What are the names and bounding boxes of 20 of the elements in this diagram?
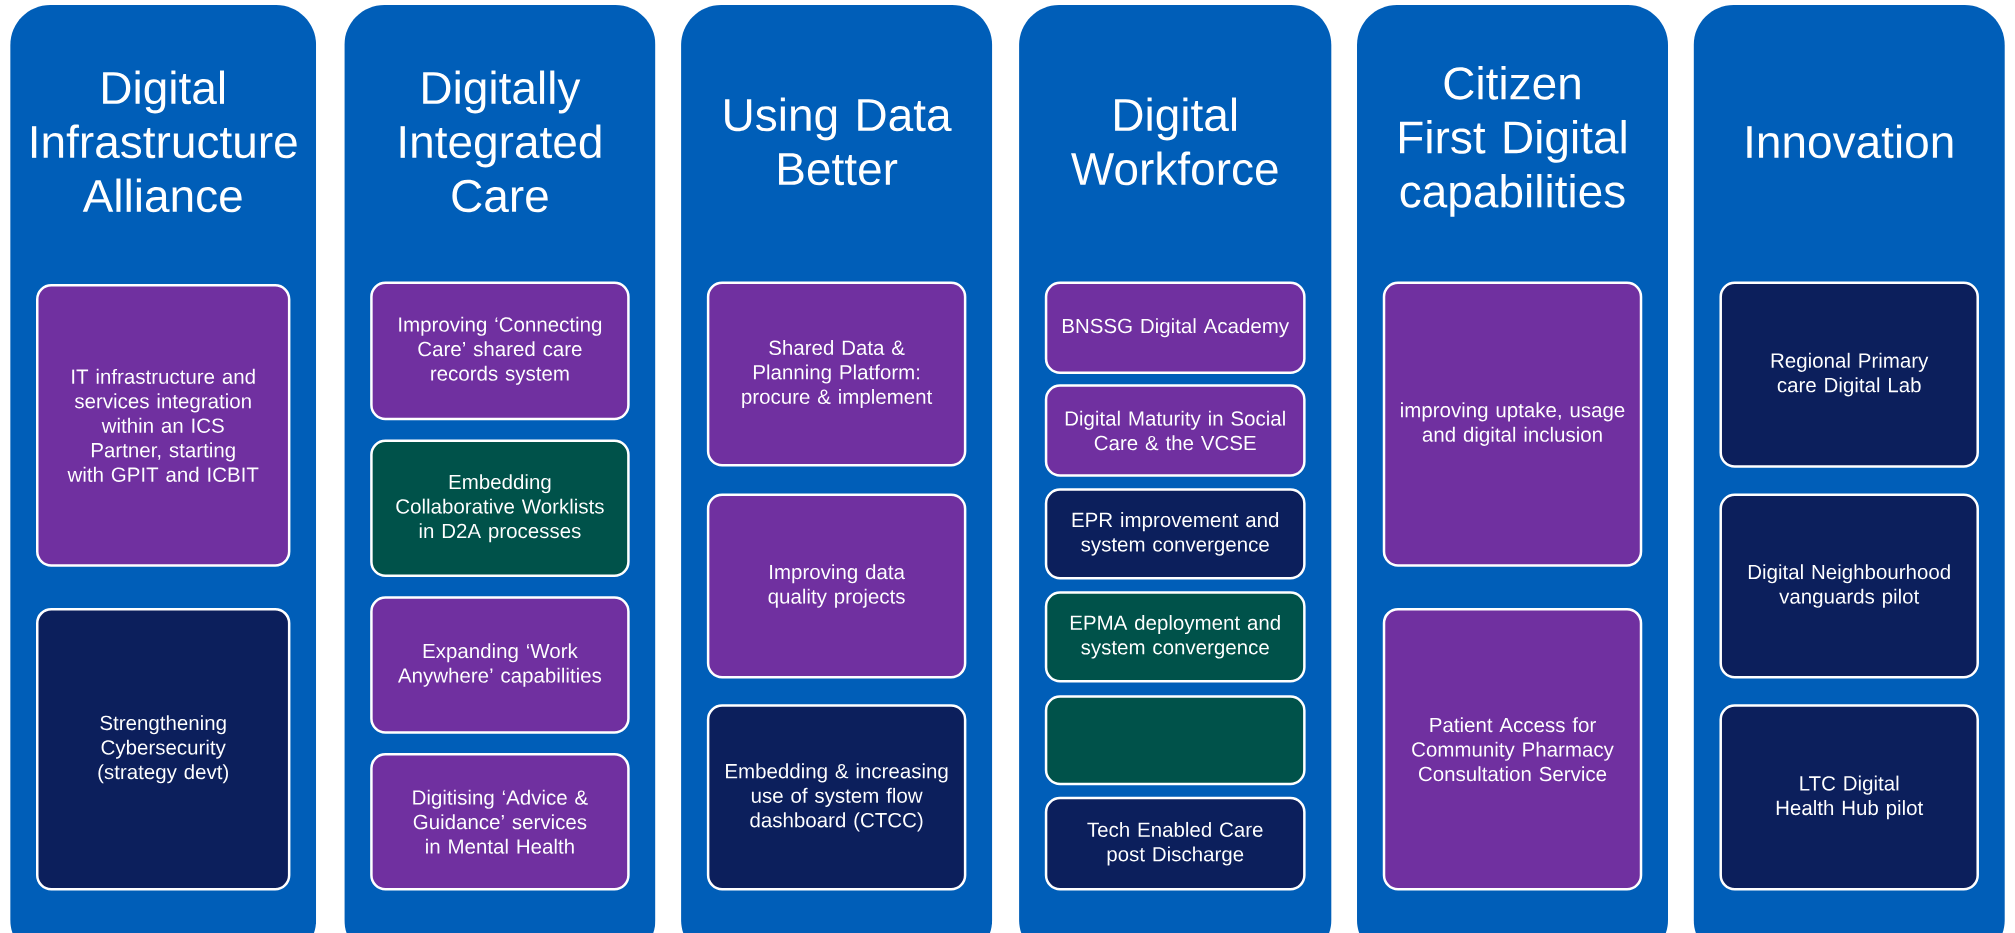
- text-box: Digitising ‘Advice & Guidance’ services in Mental Health: [370, 753, 630, 891]
- text-box: EPR improvement and system convergence: [1044, 488, 1306, 580]
- text-box: BNSSG Digital Academy: [1044, 281, 1306, 374]
- text-box: Strengthening Cybersecurity (strategy devt): [36, 607, 291, 891]
- text-box: EPMA deployment and system convergence: [1044, 591, 1306, 683]
- text-box: Tech Enabled Care post Discharge: [1044, 796, 1306, 891]
- text-box: Embedding & increasing use of system flow dashboard (CTCC): [706, 704, 967, 891]
- text-box: Improving data quality projects: [706, 493, 967, 679]
- text-box: improving uptake, usage and digital inclusion: [1382, 281, 1643, 567]
- text-box: Patient Access for Community Pharmacy Consultation Service: [1382, 607, 1643, 891]
- text-box: Embedding Collaborative Worklists in D2A processes: [370, 439, 630, 577]
- text-box: Digital Neighbourhood vanguards pilot: [1719, 493, 1979, 679]
- box: [1044, 695, 1306, 786]
- text-box: Expanding ‘Work Anywhere’ capabilities: [370, 596, 630, 734]
- text-box: LTC Digital Health Hub pilot: [1719, 704, 1979, 891]
- text-box: Regional Primary care Digital Lab: [1719, 281, 1979, 468]
- text-box: Improving ‘Connecting Care’ shared care records system: [370, 281, 630, 421]
- text-box: IT infrastructure and services integration within an ICS Partner, starting with GPIT and ICBIT: [36, 284, 291, 567]
- text-box: Shared Data & Planning Platform: procure & implement: [706, 281, 967, 467]
- text-box: Digital Maturity in Social Care & the VCSE: [1044, 384, 1306, 477]
